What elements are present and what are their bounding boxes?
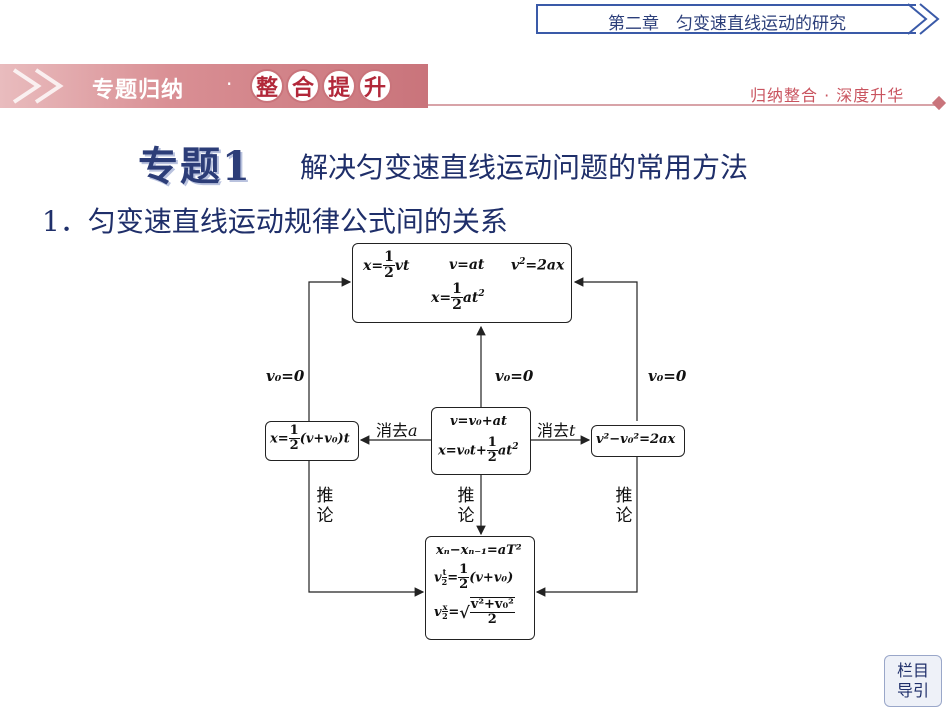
label-v0-center: v₀=0: [495, 367, 534, 385]
label-eliminate-a: 消去a: [376, 421, 418, 440]
banner-text: 专题归纳: [92, 78, 185, 103]
label-eliminate-t: 消去t: [537, 421, 576, 440]
topic-label: 专题1: [138, 143, 252, 190]
arrow-right-up: [573, 277, 638, 421]
banner-circle-4: 升: [358, 69, 392, 103]
formula-v-at: v=at: [449, 257, 485, 273]
chapter-header-tab: 第二章 匀变速直线运动的研究: [536, 4, 916, 34]
formula-v2-2ax: v2=2ax: [511, 257, 565, 274]
banner-circle-1: 整: [250, 69, 284, 103]
arrow-left-up: [308, 277, 352, 421]
nav-line-1: 栏目: [896, 661, 929, 680]
chapter-title: 第二章 匀变速直线运动的研究: [608, 14, 846, 34]
arrow-right-down: [535, 457, 638, 597]
chevron-right-icon: [907, 3, 940, 35]
section-banner: 专题归纳 · 整 合 提 升: [0, 64, 428, 108]
right-formula-box: v²−v₀²=2ax: [591, 425, 685, 457]
banner-circles: 整 合 提 升: [250, 69, 392, 103]
label-v0-left: v₀=0: [266, 367, 305, 385]
nav-line-2: 导引: [896, 681, 929, 700]
formula-v-v0-at: v=v₀+at: [450, 414, 508, 429]
banner-circle-2: 合: [286, 69, 320, 103]
column-nav-button[interactable]: 栏目 导引: [884, 655, 942, 707]
double-chevron-icon: [12, 68, 64, 104]
label-infer-left: 推论: [316, 486, 334, 526]
label-v0-right: v₀=0: [648, 367, 687, 385]
formula-v2-v02-2ax: v²−v₀²=2ax: [596, 432, 676, 447]
section-heading: 1．匀变速直线运动规律公式间的关系: [42, 205, 508, 238]
banner-rule: [428, 104, 936, 106]
sqrt-icon: √: [459, 602, 470, 622]
formula-xn-xn1-aT2: xₙ−xₙ₋₁=aT²: [436, 543, 522, 558]
banner-circle-3: 提: [322, 69, 356, 103]
banner-slogan: 归纳整合 · 深度升华: [750, 86, 905, 105]
banner-dot: ·: [226, 72, 233, 96]
topic-title: 解决匀变速直线运动问题的常用方法: [300, 151, 749, 184]
label-infer-center: 推论: [457, 486, 475, 526]
arrow-left-down: [308, 461, 425, 597]
label-infer-right: 推论: [615, 486, 633, 526]
